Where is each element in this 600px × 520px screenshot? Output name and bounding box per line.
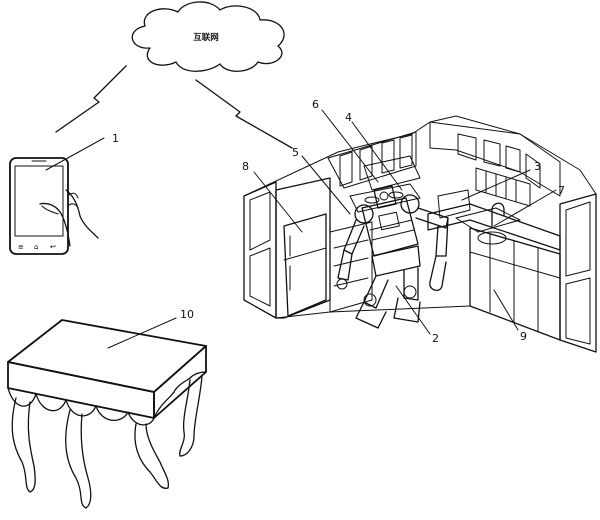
- leader-7: [493, 189, 557, 227]
- leader-6: [321, 109, 379, 183]
- menu-icon: ≡: [18, 243, 24, 251]
- cloud-label: 互联网: [193, 32, 219, 43]
- leader-4: [351, 121, 403, 191]
- back-icon: ↩: [50, 243, 56, 251]
- label-lower-cabinet: 9: [520, 330, 527, 343]
- kitchen: [243, 115, 597, 353]
- label-phone: 1: [112, 132, 119, 145]
- leader-1: [45, 137, 105, 171]
- leader-5: [301, 155, 351, 215]
- wireless-link-phone: [55, 65, 127, 133]
- faucet: [491, 202, 505, 229]
- label-sink-counter: 3: [534, 160, 541, 173]
- robot: [336, 185, 449, 329]
- smartphone: ≡ ⌂ ↩: [9, 157, 99, 255]
- label-wall-cabinet: 5: [292, 146, 299, 159]
- label-upper-cabinet: 4: [345, 111, 352, 124]
- wireless-link-robot: [195, 79, 293, 149]
- leader-10: [107, 317, 177, 349]
- leader-2: [395, 285, 431, 335]
- label-refrigerator: 8: [242, 160, 249, 173]
- lower-cabinet: [469, 227, 561, 341]
- table: [7, 319, 207, 509]
- leader-8: [253, 171, 303, 233]
- home-icon: ⌂: [34, 243, 38, 251]
- label-robot: 2: [432, 332, 439, 345]
- leader-9: [493, 289, 519, 331]
- label-table: 10: [180, 308, 194, 321]
- label-stove: 6: [312, 98, 319, 111]
- refrigerator: [275, 177, 331, 319]
- label-faucet: 7: [558, 184, 565, 197]
- internet-cloud: 互联网: [131, 1, 285, 72]
- leader-3: [461, 169, 531, 201]
